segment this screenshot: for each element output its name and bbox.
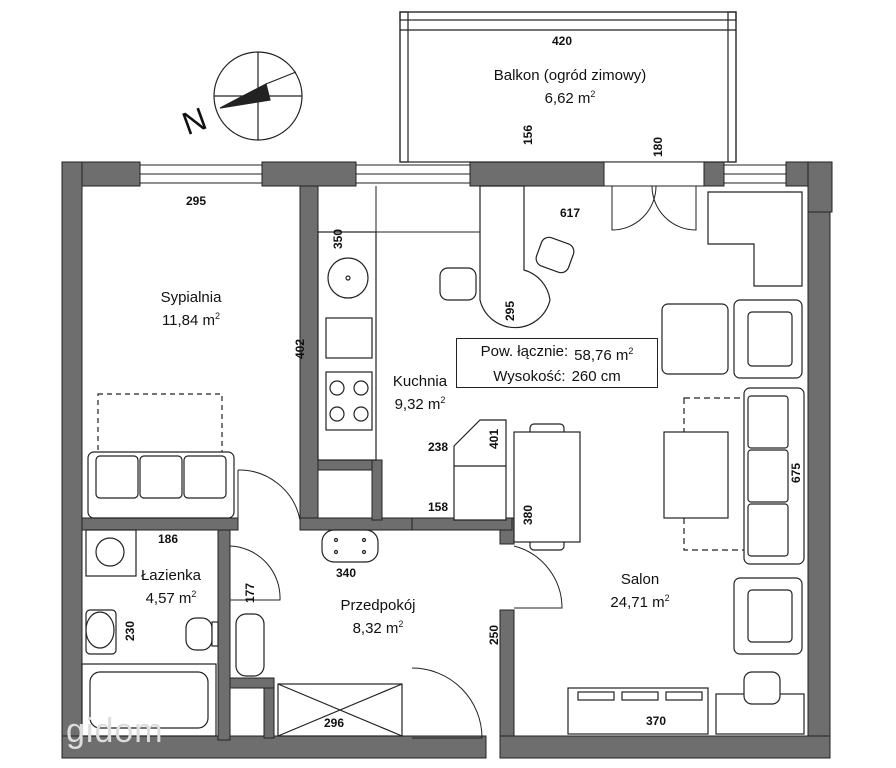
interior-walls <box>81 185 515 741</box>
compass-rose <box>213 51 303 141</box>
room-kuchnia-area-line: 9,32 m2 <box>372 391 468 414</box>
wardrobe <box>277 683 403 737</box>
salon-furniture <box>661 299 805 655</box>
hall-bench <box>321 529 379 563</box>
dim-295-curve: 295 <box>503 300 518 322</box>
room-balkon-area: 6,62 m <box>544 90 591 107</box>
info-height-value: 260 cm <box>571 368 621 385</box>
room-kuchnia: Kuchnia 9,32 m2 <box>372 372 468 414</box>
outer-walls <box>61 161 833 759</box>
dim-238: 238 <box>428 440 449 454</box>
room-kuchnia-area: 9,32 m <box>394 396 441 413</box>
dim-617: 617 <box>560 206 581 220</box>
room-sypialnia-unit: 2 <box>215 311 221 321</box>
room-lazienka: Łazienka 4,57 m2 <box>116 566 226 608</box>
bedroom-door <box>237 469 301 521</box>
info-total-value-wrap: 58,76 m2 <box>574 341 633 366</box>
dim-675: 675 <box>789 462 804 484</box>
bed <box>87 393 235 519</box>
room-balkon-area-line: 6,62 m2 <box>440 85 700 108</box>
info-total-row: Pow. łącznie: 58,76 m2 <box>457 341 657 366</box>
dim-186: 186 <box>158 532 179 546</box>
bathroom-fixtures <box>81 529 265 737</box>
room-lazienka-name: Łazienka <box>140 567 202 584</box>
room-salon-name: Salon <box>620 571 660 588</box>
watermark: gidom <box>66 712 164 750</box>
room-salon-unit: 2 <box>664 593 670 603</box>
dining-table <box>513 423 581 551</box>
corner-desk <box>707 191 803 287</box>
info-total-unit: 2 <box>628 346 634 356</box>
room-kuchnia-name: Kuchnia <box>392 373 448 390</box>
desk <box>439 185 575 329</box>
windows <box>139 164 787 184</box>
dim-420: 420 <box>552 34 573 48</box>
room-sypialnia: Sypialnia 11,84 m2 <box>126 288 256 330</box>
info-total-label: Pow. łącznie: <box>480 343 569 360</box>
info-height-label: Wysokość: <box>493 368 566 385</box>
kitchen-cabinet <box>453 419 507 521</box>
balcony-door <box>603 161 705 231</box>
tv-unit <box>567 671 805 735</box>
dim-177: 177 <box>243 582 258 604</box>
dim-296: 296 <box>324 716 345 730</box>
room-przedpokoj-area: 8,32 m <box>352 620 399 637</box>
room-balkon: Balkon (ogród zimowy) 6,62 m2 <box>440 66 700 108</box>
balcony <box>399 11 737 163</box>
dim-402: 402 <box>293 338 308 360</box>
info-total-value: 58,76 m <box>574 347 629 364</box>
room-kuchnia-unit: 2 <box>440 395 446 405</box>
dim-180: 180 <box>651 136 666 158</box>
room-przedpokoj-unit: 2 <box>398 619 404 629</box>
room-lazienka-area: 4,57 m <box>145 590 192 607</box>
dim-295-top: 295 <box>186 194 207 208</box>
dim-350: 350 <box>331 228 346 250</box>
room-sypialnia-area-line: 11,84 m2 <box>126 307 256 330</box>
dim-158: 158 <box>428 500 449 514</box>
room-balkon-unit: 2 <box>590 89 596 99</box>
room-lazienka-area-line: 4,57 m2 <box>116 585 226 608</box>
room-przedpokoj: Przedpokój 8,32 m2 <box>316 596 440 638</box>
salon-door <box>513 545 563 609</box>
kitchen-counter <box>317 231 377 461</box>
room-przedpokoj-area-line: 8,32 m2 <box>316 615 440 638</box>
room-salon: Salon 24,71 m2 <box>590 570 690 612</box>
room-balkon-name: Balkon (ogród zimowy) <box>493 67 647 84</box>
dim-156: 156 <box>521 124 536 146</box>
room-lazienka-unit: 2 <box>191 589 197 599</box>
room-sypialnia-area: 11,84 m <box>161 312 216 329</box>
dim-401: 401 <box>487 428 502 450</box>
room-przedpokoj-name: Przedpokój <box>340 597 416 614</box>
room-salon-area: 24,71 m <box>610 594 665 611</box>
dim-250: 250 <box>487 624 502 646</box>
info-height-row: Wysokość: 260 cm <box>457 366 657 387</box>
kitchen-counter-top <box>375 186 481 233</box>
dim-230: 230 <box>123 620 138 642</box>
dim-370: 370 <box>646 714 667 728</box>
dim-380: 380 <box>521 504 536 526</box>
bathroom-door <box>229 545 281 601</box>
entrance-door <box>411 667 483 739</box>
room-salon-area-line: 24,71 m2 <box>590 589 690 612</box>
info-box: Pow. łącznie: 58,76 m2 Wysokość: 260 cm <box>456 338 658 388</box>
dim-340: 340 <box>336 566 357 580</box>
room-sypialnia-name: Sypialnia <box>160 289 222 306</box>
